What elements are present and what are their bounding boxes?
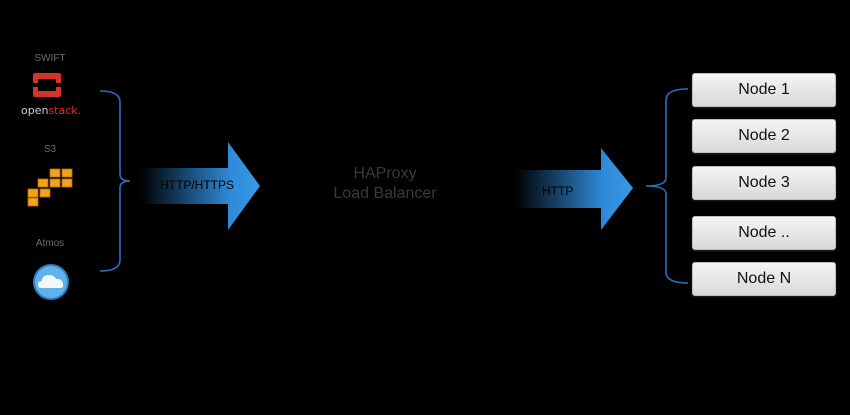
client-bracket xyxy=(99,90,131,272)
left-arrow xyxy=(140,142,260,230)
aws-cubes-icon xyxy=(24,166,76,213)
node-3: Node 3 xyxy=(692,166,836,200)
node-n: Node N xyxy=(692,262,836,296)
node-1: Node 1 xyxy=(692,73,836,107)
haproxy-title: HAProxy xyxy=(353,165,417,182)
node-bracket xyxy=(645,88,689,284)
node-2: Node 2 xyxy=(692,119,836,153)
load-balancer-label: Load Balancer xyxy=(333,185,437,202)
atmos-label: Atmos xyxy=(35,238,65,249)
right-arrow xyxy=(515,148,633,230)
swift-label: SWIFT xyxy=(34,53,66,64)
left-arrow-label: HTTP/HTTPS xyxy=(160,178,234,192)
openstack-wordmark: openstack. xyxy=(21,104,82,117)
right-arrow-label: HTTP xyxy=(542,184,574,198)
cloud-icon xyxy=(32,263,70,306)
node-etc: Node .. xyxy=(692,216,836,250)
openstack-icon xyxy=(32,72,62,103)
s3-label: S3 xyxy=(43,144,57,155)
